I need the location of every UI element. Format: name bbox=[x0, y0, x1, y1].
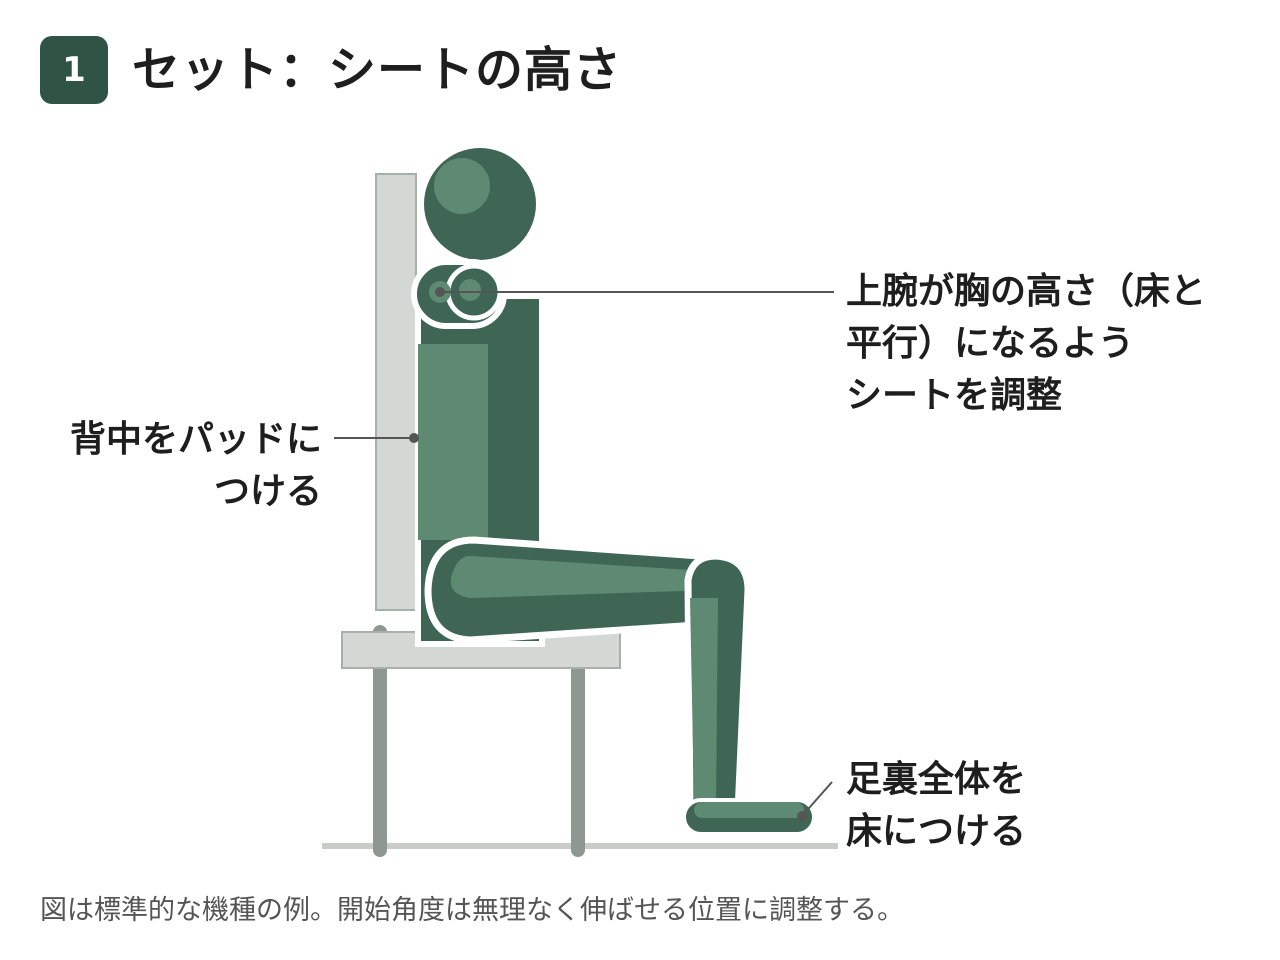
foot-annotation-line-1: 足裏全体を bbox=[846, 759, 1027, 800]
back-pad bbox=[375, 173, 417, 611]
upper-arm-annotation-line-3: シートを調整 bbox=[846, 375, 1063, 416]
back-annotation-line-1: 背中をパッドに bbox=[69, 419, 322, 460]
back-annotation: 背中をパッドに つける bbox=[70, 414, 322, 518]
torso-highlight bbox=[418, 344, 488, 540]
page-title: セット：シートの高さ bbox=[132, 42, 623, 98]
upper-arm-annotation-line-2: 平行）になるよう bbox=[846, 323, 1135, 364]
head-highlight bbox=[434, 158, 490, 214]
foot-annotation: 足裏全体を 床につける bbox=[846, 754, 1026, 858]
caption: 図は標準的な機種の例。開始角度は無理なく伸ばせる位置に調整する。 bbox=[40, 895, 904, 926]
step-badge: 1 bbox=[40, 36, 108, 104]
upper-arm-annotation: 上腕が胸の高さ（床と 平行）になるよう シートを調整 bbox=[846, 266, 1206, 422]
back-annotation-line-2: つける bbox=[213, 471, 322, 512]
upper-arm-annotation-line-1: 上腕が胸の高さ（床と bbox=[846, 271, 1207, 312]
foot-leader bbox=[801, 781, 833, 817]
foot-annotation-line-2: 床につける bbox=[846, 811, 1027, 852]
